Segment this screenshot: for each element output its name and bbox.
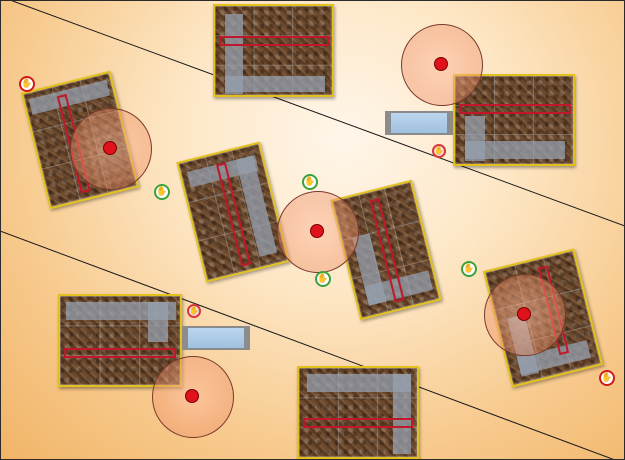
hand-icon[interactable]: ✋: [154, 184, 170, 200]
no-hand-icon[interactable]: ✋: [432, 144, 446, 158]
marker-5[interactable]: [185, 389, 199, 403]
bridge-bar-2[interactable]: [186, 326, 246, 350]
hand-icon[interactable]: ✋: [302, 174, 318, 190]
hand-icon[interactable]: ✋: [315, 271, 331, 287]
marker-2[interactable]: [103, 141, 117, 155]
no-hand-icon[interactable]: ✋: [187, 304, 201, 318]
marker-4[interactable]: [517, 307, 531, 321]
map-tile-bottom-center[interactable]: [297, 366, 419, 459]
marker-3[interactable]: [310, 224, 324, 238]
map-tile-top-center[interactable]: [213, 4, 334, 97]
marker-1[interactable]: [434, 57, 448, 71]
bridge-bar-1[interactable]: [389, 111, 449, 135]
hand-icon[interactable]: ✋: [461, 261, 477, 277]
no-hand-icon[interactable]: ✋: [599, 370, 615, 386]
no-hand-icon[interactable]: ✋: [19, 76, 35, 92]
